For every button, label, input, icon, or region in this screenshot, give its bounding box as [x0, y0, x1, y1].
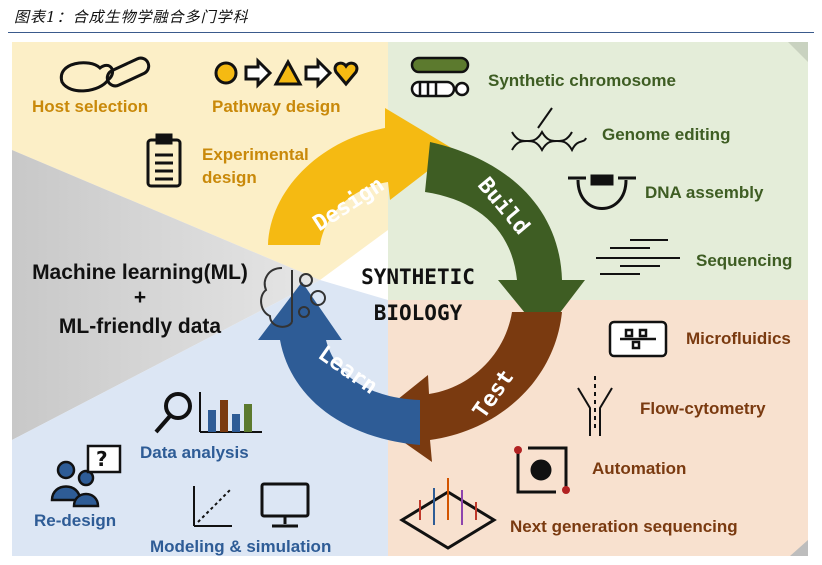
microfluidics-icon: [608, 320, 668, 358]
svg-text:?: ?: [96, 447, 108, 471]
bar-chart-icon: [199, 392, 262, 433]
data-analysis-label: Data analysis: [140, 443, 249, 462]
host-selection-label: Host selection: [32, 97, 148, 116]
ngs-icon: [399, 478, 497, 550]
pathway-design-label: Pathway design: [212, 97, 340, 116]
flow-cytometry-icon: [577, 376, 613, 436]
genome-editing-icon: [511, 107, 587, 153]
redesign-label: Re-design: [34, 511, 116, 530]
chromosome-icon: [410, 56, 470, 98]
ngs-label: Next generation sequencing: [510, 517, 738, 536]
figure-title: 图表1：合成生物学融合多门学科: [14, 8, 249, 26]
flow-cytometry-label: Flow-cytometry: [640, 399, 766, 418]
synthetic-chromosome-label: Synthetic chromosome: [488, 71, 676, 90]
brain-gears-icon: [260, 267, 326, 328]
microfluidics-label: Microfluidics: [686, 329, 791, 348]
host-selection-icon: [59, 56, 151, 93]
center-title-line1: SYNTHETIC: [361, 265, 475, 289]
build-arrow: [425, 142, 585, 335]
learn-arrow: [258, 282, 420, 445]
pathway-icon: [214, 57, 359, 89]
redesign-icon: ?: [50, 444, 122, 508]
ml-line3: ML-friendly data: [59, 315, 221, 338]
ml-region: [12, 150, 320, 440]
magnifier-icon: [154, 392, 192, 434]
genome-editing-label: Genome editing: [602, 125, 730, 144]
clipboard-icon: [146, 133, 182, 188]
automation-label: Automation: [592, 459, 686, 478]
ml-line1: Machine learning(ML): [32, 261, 248, 284]
corner-fold-top: [788, 42, 808, 62]
experimental-design-label-1: Experimental: [202, 145, 309, 164]
automation-icon: [514, 446, 570, 494]
dna-assembly-label: DNA assembly: [645, 183, 764, 202]
center-title-line2: BIOLOGY: [374, 301, 463, 325]
corner-fold-bottom: [790, 540, 808, 556]
design-arrow: [268, 108, 455, 245]
title-rule: [8, 32, 814, 33]
scatter-plot-icon: [193, 486, 232, 527]
experimental-design-label-2: design: [202, 168, 257, 187]
sequencing-label: Sequencing: [696, 251, 792, 270]
build-region: [388, 42, 808, 300]
ml-line2: +: [134, 286, 146, 309]
modeling-simulation-label: Modeling & simulation: [150, 537, 331, 556]
dna-assembly-icon: [568, 174, 636, 210]
monitor-icon: [260, 482, 310, 528]
sequencing-icon: [596, 239, 680, 275]
